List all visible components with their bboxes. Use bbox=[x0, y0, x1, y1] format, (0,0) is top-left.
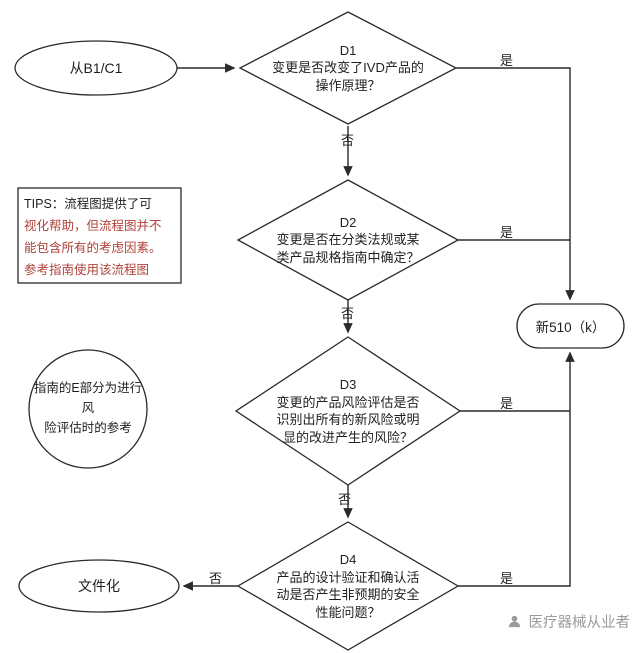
connector-d4-yes-to-510k bbox=[458, 351, 575, 587]
new-510k-label: 新510（k） bbox=[535, 320, 606, 335]
document-node-shape bbox=[18, 559, 180, 613]
decision-d3-text1: 变更的产品风险评估是否 bbox=[276, 394, 420, 410]
label-d2-yes: 是 bbox=[500, 225, 514, 240]
label-d3-no: 否 bbox=[338, 492, 352, 507]
label-d4-yes: 是 bbox=[500, 571, 514, 586]
decision-d1-id: D1 bbox=[339, 42, 357, 58]
connector-d1-yes-to-510k bbox=[456, 67, 575, 301]
decision-d1-text2: 操作原理？ bbox=[315, 77, 381, 93]
decision-d2: D2 变更是否在分类法规或某 类产品规格指南中确定？ bbox=[238, 184, 458, 296]
decision-d2-id: D2 bbox=[339, 214, 357, 230]
tips-box-shape bbox=[17, 187, 182, 284]
tips-note: TIPS：流程图提供了可 视化帮助，但流程图并不 能包含所有的考虑因素。 参考指… bbox=[24, 193, 176, 281]
watermark-text: 医疗器械从业者 bbox=[528, 615, 631, 631]
decision-d4-text2: 动是否产生非预期的安全 bbox=[276, 587, 420, 602]
risk-note-line-2: 险评估时的参考 bbox=[44, 421, 132, 435]
decision-d4-shape bbox=[236, 521, 460, 651]
label-d2-no: 否 bbox=[341, 306, 355, 321]
decision-d4: D4 产品的设计验证和确认活 动是否产生非预期的安全 性能问题？ bbox=[238, 526, 458, 646]
label-d1-yes: 是 bbox=[500, 53, 514, 68]
decision-d4-text3: 性能问题？ bbox=[315, 604, 381, 620]
decision-d3-text3: 显的改进产生的风险？ bbox=[282, 429, 413, 445]
label-d4-no: 否 bbox=[209, 571, 223, 586]
decision-d2-shape bbox=[236, 179, 460, 301]
risk-note: 指南的E部分为进行风 险评估时的参考 bbox=[29, 381, 147, 435]
risk-note-line-1: 指南的E部分为进行风 bbox=[33, 381, 143, 415]
decision-d1: D1 变更是否改变了IVD产品的 操作原理？ bbox=[242, 18, 454, 118]
tips-line-4: 参考指南使用该流程图 bbox=[24, 263, 150, 277]
document-node-label: 文件化 bbox=[78, 578, 120, 594]
decision-d4-text1: 产品的设计验证和确认活 bbox=[276, 569, 420, 585]
label-d1-no: 否 bbox=[341, 133, 355, 148]
decision-d3-shape bbox=[234, 336, 462, 486]
risk-note-circle-shape bbox=[28, 349, 148, 469]
decision-d3-text2: 识别出所有的新风险或明 bbox=[276, 412, 420, 427]
tips-line-3: 能包含所有的考虑因素。 bbox=[24, 241, 162, 255]
decision-d4-id: D4 bbox=[339, 552, 357, 567]
decision-d2-text1: 变更是否在分类法规或某 bbox=[276, 232, 420, 248]
decision-d1-shape bbox=[238, 11, 458, 125]
decision-d2-text2: 类产品规格指南中确定？ bbox=[276, 249, 420, 265]
decision-d3-id: D3 bbox=[339, 377, 357, 392]
tips-line-1: TIPS：流程图提供了可 bbox=[24, 197, 152, 211]
start-node-label: 从B1/C1 bbox=[69, 60, 123, 76]
start-node-shape bbox=[14, 40, 178, 96]
wechat-official-account-icon bbox=[506, 613, 523, 630]
label-d3-yes: 是 bbox=[500, 396, 514, 411]
tips-line-2: 视化帮助，但流程图并不 bbox=[24, 219, 162, 233]
watermark: 医疗器械从业者 bbox=[506, 611, 631, 632]
decision-d3: D3 变更的产品风险评估是否 识别出所有的新风险或明 显的改进产生的风险？ bbox=[236, 341, 460, 481]
decision-d1-text1: 变更是否改变了IVD产品的 bbox=[272, 60, 424, 76]
new-510k-node-shape bbox=[516, 303, 625, 349]
